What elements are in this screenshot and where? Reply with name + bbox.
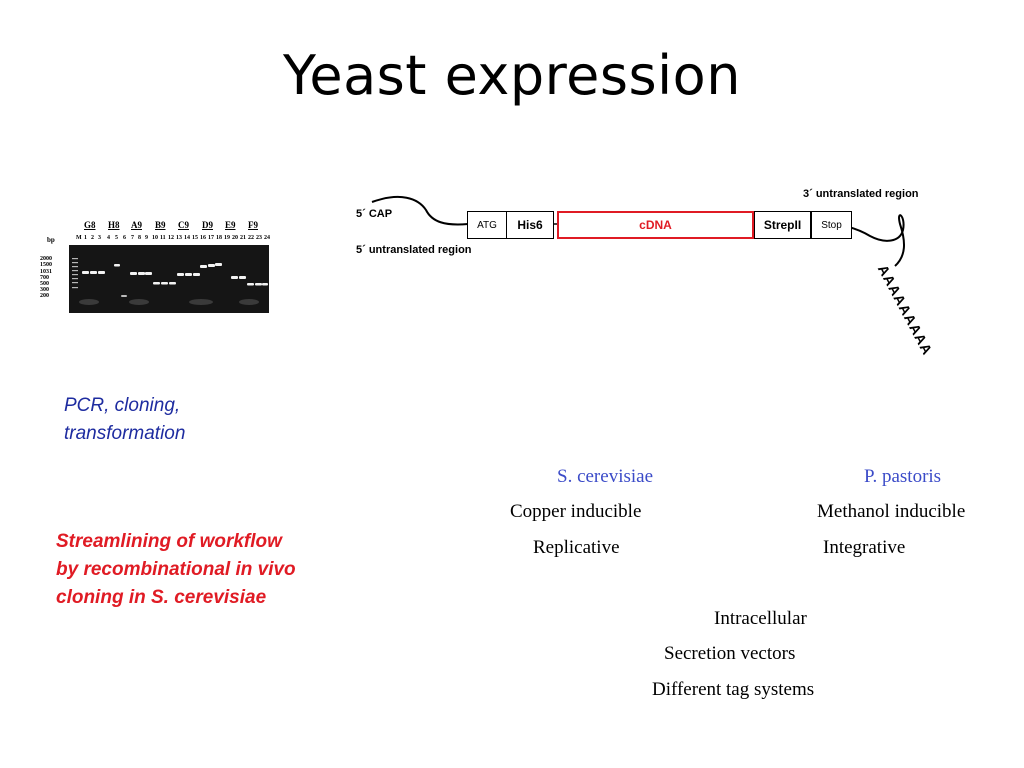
cdna-box: cDNA [557,211,754,239]
gel-group-label: D9 [202,220,213,230]
gel-lane-label: 3 [98,235,101,241]
strepii-box: StrepII [754,211,811,239]
gel-lane-label: 23 [256,235,262,241]
sc-induction: Copper inducible [510,501,642,522]
feature-tag-systems: Different tag systems [652,679,815,700]
gel-size-label: 1031 [40,269,52,275]
pp-vector-type: Integrative [823,537,906,558]
gel-size-label: 500 [40,281,49,287]
gel-group-label: F9 [248,220,258,230]
streamlining-line: Streamlining of workflow [56,531,282,552]
gel-lane-label: 19 [224,235,230,241]
feature-intracellular: Intracellular [714,608,807,629]
pcr-caption-line: transformation [64,423,186,444]
gel-image-figure: G8 H8 A9 B9 C9 D9 E9 F9 bp M 1 2 3 4 5 6… [40,214,272,318]
gel-group-label: B9 [155,220,166,230]
gel-lane-label: 2 [91,235,94,241]
pp-header: P. pastoris [864,466,942,487]
gel-size-label: 1500 [40,262,52,268]
gel-group-label: C9 [178,220,189,230]
gel-group-headers: G8 H8 A9 B9 C9 D9 E9 F9 [74,220,274,232]
atg-box: ATG [467,211,507,239]
gel-lane-label: 5 [115,235,118,241]
gel-lane-label: 17 [208,235,214,241]
gel-size-label: 200 [40,293,49,299]
gel-group-label: G8 [84,220,96,230]
gel-size-label: 700 [40,275,49,281]
gel-lane-label: 13 [176,235,182,241]
stop-box: Stop [811,211,852,239]
gel-lane-label: 1 [84,235,87,241]
gel-lane-label: 12 [168,235,174,241]
gel-lane-label: 11 [160,235,166,241]
gel-lane-label: 4 [107,235,110,241]
gel-lane-label: M [76,235,82,241]
streamlining-line: cloning in S. cerevisiae [56,587,267,608]
gel-lane-label: 24 [264,235,270,241]
five-prime-cap-label: 5´ CAP [356,208,393,220]
gel-size-label: 2000 [40,256,52,262]
gel-lane-label: 18 [216,235,222,241]
gel-group-label: A9 [131,220,142,230]
his6-box: His6 [506,211,554,239]
gel-lane-label: 22 [248,235,254,241]
gel-lane-label: 20 [232,235,238,241]
sc-vector-type: Replicative [533,537,620,558]
three-prime-utr-label: 3´ untranslated region [803,188,919,200]
gel-bp-label: bp [47,236,55,244]
gel-lane-label: 16 [200,235,206,241]
pp-induction: Methanol inducible [817,501,966,522]
gel-lane-label: 21 [240,235,246,241]
gel-lane-label: 9 [145,235,148,241]
gel-lane-label: 10 [152,235,158,241]
pcr-caption-line: PCR, cloning, [64,395,181,416]
expression-construct-diagram: 5´ CAP 5´ untranslated region 3´ untrans… [340,180,980,390]
gel-lane-label: 8 [138,235,141,241]
gel-group-label: E9 [225,220,236,230]
gel-lane-label: 7 [131,235,134,241]
feature-secretion: Secretion vectors [664,643,796,664]
five-prime-utr-label: 5´ untranslated region [356,244,472,256]
gel-size-label: 300 [40,287,49,293]
gel-photo [69,245,269,313]
gel-group-label: H8 [108,220,120,230]
gel-lane-label: 14 [184,235,190,241]
sc-header: S. cerevisiae [557,466,654,487]
streamlining-note: Streamlining of workflow by recombinatio… [56,528,296,612]
gel-lane-numbers: M 1 2 3 4 5 6 7 8 9 10 11 12 13 14 15 16… [74,235,270,245]
slide-title: Yeast expression [283,44,741,107]
gel-lane-label: 6 [123,235,126,241]
gel-lane-label: 15 [192,235,198,241]
pcr-caption: PCR, cloning, transformation [64,392,185,448]
streamlining-line: by recombinational in vivo [56,559,296,580]
